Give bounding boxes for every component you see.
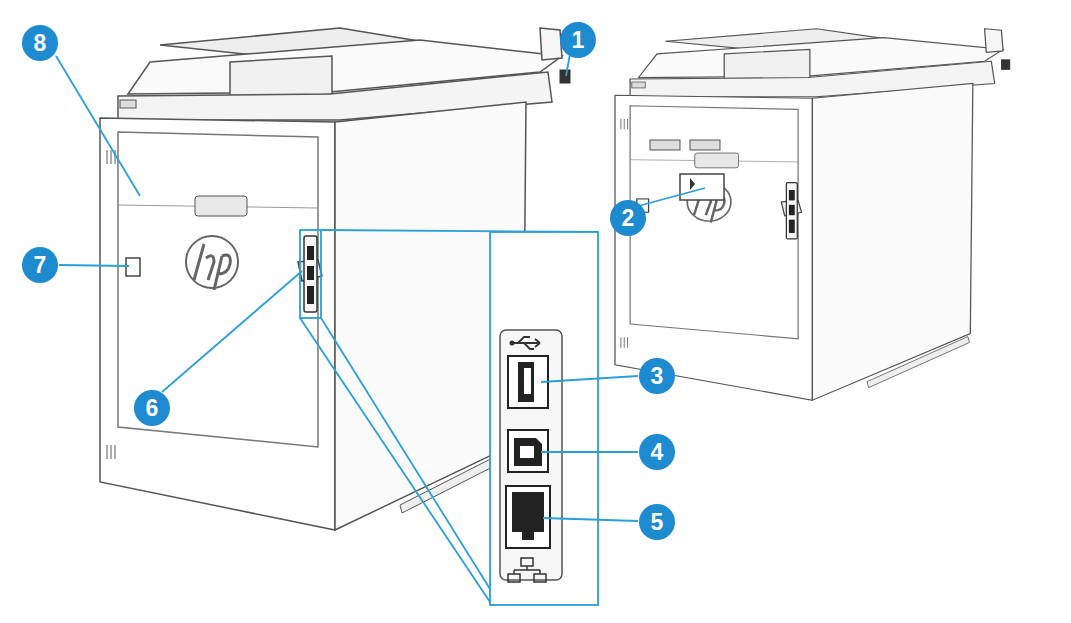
port-panel-zoom <box>500 330 562 580</box>
duplex-slot <box>690 140 720 150</box>
callout-circle <box>134 390 170 426</box>
callout-number: 1 <box>559 21 597 59</box>
label-mark <box>690 178 695 190</box>
inset-callout <box>300 230 598 605</box>
callout-number: 2 <box>609 199 647 237</box>
leader-line <box>541 376 638 382</box>
callout-number: 5 <box>638 503 676 541</box>
highlight-box <box>300 230 321 318</box>
callout-number: 8 <box>21 24 59 62</box>
leader-line <box>59 265 129 266</box>
callout-label: 1 <box>559 21 597 59</box>
inset-ports <box>500 330 562 582</box>
zoom-line <box>321 318 500 605</box>
callout-label: 6 <box>133 389 171 427</box>
callout-label: 3 <box>638 357 676 395</box>
callout-label: 5 <box>638 503 676 541</box>
usb-a-port <box>518 362 534 402</box>
network-icon <box>508 558 546 582</box>
ethernet-port <box>506 486 550 548</box>
callout-label: 2 <box>609 199 647 237</box>
callout-circle <box>639 434 675 470</box>
callout-label: 8 <box>21 24 59 62</box>
zoom-line <box>300 318 492 605</box>
usb-b-port <box>520 446 534 458</box>
callout-number: 4 <box>638 433 676 471</box>
callout-label: 7 <box>21 246 59 284</box>
leader-lines <box>56 54 705 521</box>
serial-label <box>680 174 724 200</box>
usb-icon <box>512 337 540 349</box>
callout-circle <box>560 22 596 58</box>
callout-number: 7 <box>21 246 59 284</box>
callout-circle <box>22 247 58 283</box>
leader-line <box>162 271 302 392</box>
callout-circle <box>22 25 58 61</box>
ethernet-port <box>512 492 544 540</box>
usb-a-port <box>524 368 531 394</box>
usb-icon <box>510 341 515 346</box>
leader-line <box>541 451 638 453</box>
callout-circle <box>639 358 675 394</box>
callout-circle <box>610 200 646 236</box>
duplex-slot <box>650 140 680 150</box>
callout-label: 4 <box>638 433 676 471</box>
leader-line <box>543 518 638 521</box>
leader-line <box>56 56 140 196</box>
inset-frame <box>490 232 598 605</box>
callout-number: 3 <box>638 357 676 395</box>
leader-line <box>566 54 570 76</box>
usb-b-port <box>508 430 548 472</box>
callout-circle <box>639 504 675 540</box>
printer-right <box>615 29 1010 400</box>
usb-b-port <box>514 438 542 466</box>
callout-number: 6 <box>133 389 171 427</box>
